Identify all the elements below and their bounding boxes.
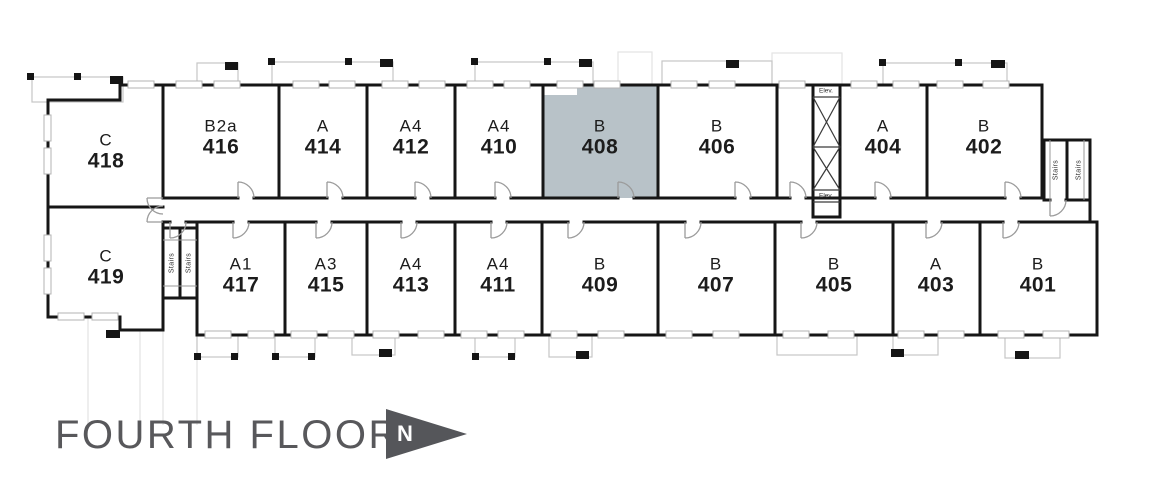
stairs-label: Stairs	[1075, 159, 1083, 181]
elevator-label: Elev.	[819, 87, 833, 95]
elevator-label: Elev.	[819, 192, 833, 200]
room-410[interactable]: A4 410	[481, 117, 518, 160]
room-number-label: 402	[965, 135, 1003, 159]
room-405[interactable]: B 405	[816, 255, 853, 298]
room-type-label: B	[593, 254, 607, 274]
room-type-label: A1	[229, 254, 253, 274]
north-label: N	[397, 421, 413, 446]
room-414[interactable]: A 414	[305, 117, 342, 160]
windows	[43, 80, 1070, 339]
room-number-label: 406	[698, 135, 736, 159]
room-type-label: B	[709, 254, 723, 274]
balcony-posts	[27, 58, 1029, 360]
room-number-label: 418	[87, 149, 125, 173]
room-type-label: C	[99, 246, 113, 266]
room-408-highlight[interactable]	[543, 85, 658, 198]
room-number-label: 412	[392, 135, 430, 159]
room-411[interactable]: A4 411	[480, 255, 515, 298]
room-number-label: 415	[307, 273, 345, 297]
room-number-label: 419	[87, 265, 125, 289]
stair-treads	[163, 140, 1085, 287]
room-413[interactable]: A4 413	[393, 255, 430, 298]
stairs-label: Stairs	[185, 252, 193, 274]
room-type-label: C	[99, 130, 113, 150]
room-type-label: A4	[486, 254, 510, 274]
room-418[interactable]: C 418	[88, 131, 125, 174]
room-412[interactable]: A4 412	[393, 117, 430, 160]
room-401[interactable]: B 401	[1020, 255, 1057, 298]
room-type-label: B	[710, 116, 724, 136]
room-number-label: 401	[1019, 273, 1057, 297]
stairs-label: Stairs	[168, 252, 176, 274]
room-409[interactable]: B 409	[582, 255, 619, 298]
room-419[interactable]: C 419	[88, 247, 125, 290]
room-type-label: A	[316, 116, 330, 136]
room-417[interactable]: A1 417	[223, 255, 260, 298]
stairs-label: Stairs	[1052, 159, 1060, 181]
faint-outlines	[87, 51, 843, 428]
door-swings	[146, 181, 1067, 239]
room-type-label: B	[1031, 254, 1045, 274]
room-type-label: A	[929, 254, 943, 274]
room-416[interactable]: B2a 416	[203, 117, 240, 160]
room-type-label: A4	[399, 254, 423, 274]
room-number-label: 403	[917, 273, 955, 297]
room-number-label: 414	[304, 135, 342, 159]
room-type-label: B	[827, 254, 841, 274]
room-403[interactable]: A 403	[918, 255, 955, 298]
room-number-label: 405	[815, 273, 853, 297]
room-415[interactable]: A3 415	[308, 255, 345, 298]
room-number-label: 413	[392, 273, 430, 297]
room-number-label: 410	[480, 135, 518, 159]
room-number-label: 407	[697, 273, 735, 297]
room-402[interactable]: B 402	[966, 117, 1003, 160]
room-type-label: A3	[314, 254, 338, 274]
room-407[interactable]: B 407	[698, 255, 735, 298]
room-number-label: 416	[202, 135, 240, 159]
room-number-label: 411	[480, 273, 516, 297]
room-type-label: A4	[399, 116, 423, 136]
room-number-label: 408	[581, 135, 619, 159]
room-type-label: A4	[487, 116, 511, 136]
floor-title: FOURTH FLOOR	[55, 413, 400, 457]
room-number-label: 417	[222, 273, 260, 297]
elevator-shaft	[812, 96, 841, 203]
room-408[interactable]: B 408	[582, 117, 619, 160]
room-type-label: A	[876, 116, 890, 136]
room-type-label: B2a	[204, 116, 238, 136]
room-406[interactable]: B 406	[699, 117, 736, 160]
room-number-label: 404	[864, 135, 902, 159]
room-number-label: 409	[581, 273, 619, 297]
room-type-label: B	[593, 116, 607, 136]
room-type-label: B	[977, 116, 991, 136]
room-404[interactable]: A 404	[865, 117, 902, 160]
